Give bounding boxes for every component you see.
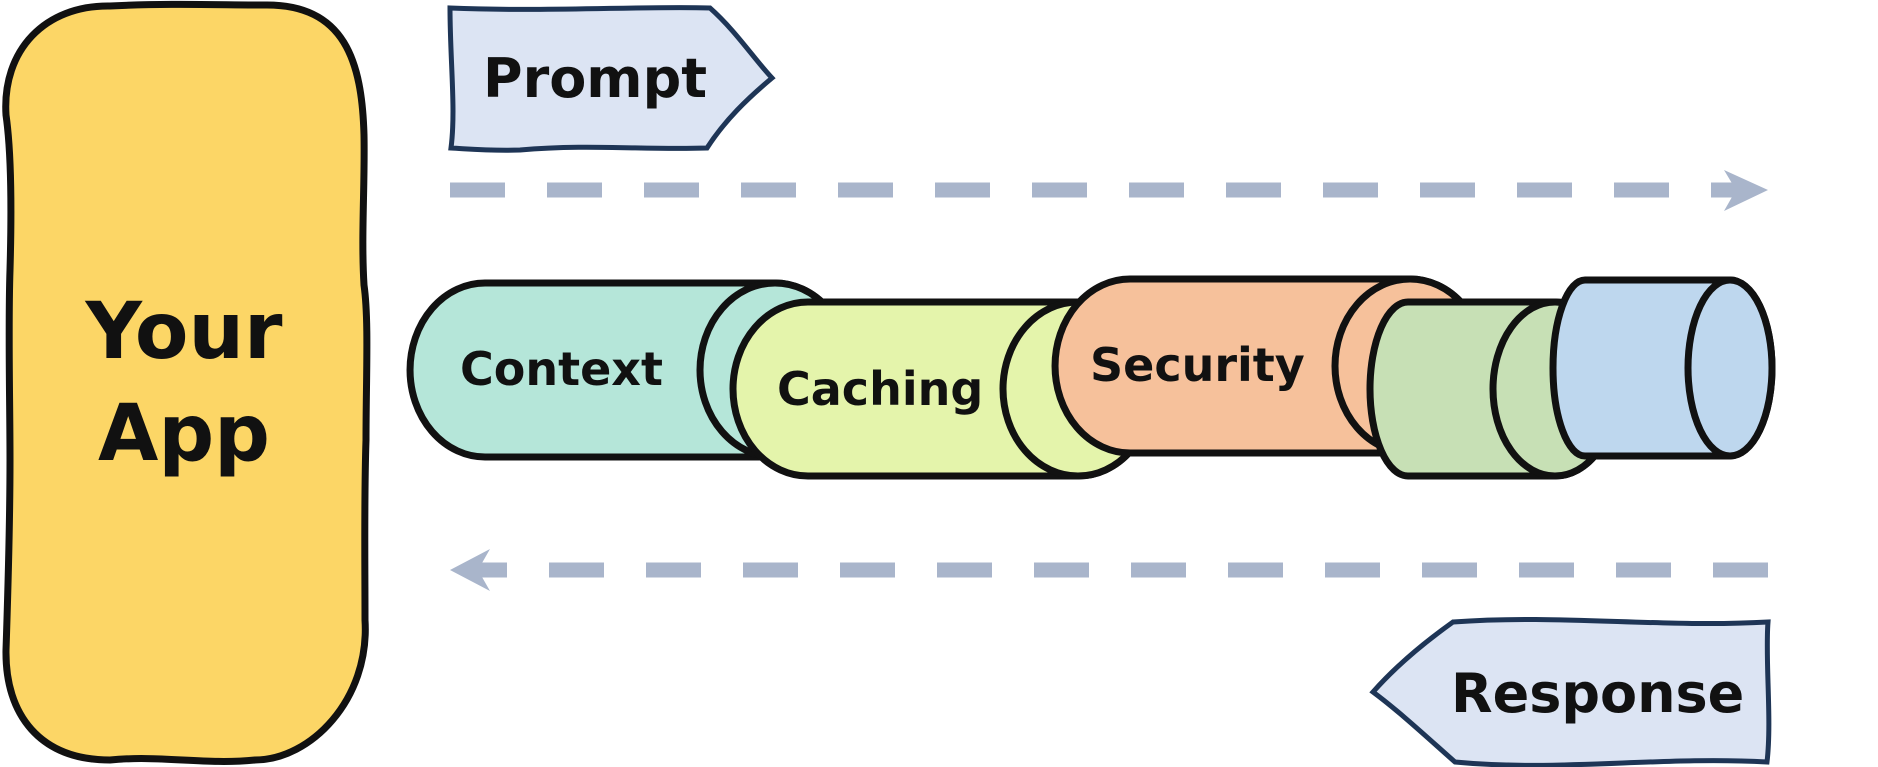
prompt-label: Prompt <box>483 47 707 110</box>
request-arrow <box>450 170 1768 211</box>
response-label: Response <box>1451 662 1744 725</box>
your-app-shape <box>2 0 371 765</box>
request-arrowhead <box>1724 170 1768 211</box>
prompt-flag: Prompt <box>447 5 776 153</box>
your-app-block: Your App <box>2 0 371 765</box>
your-app-label-line1: Your <box>85 287 283 377</box>
prompt-flag-shape <box>447 5 776 153</box>
context-label: Context <box>460 342 663 396</box>
fifth-cylinder-end <box>1684 276 1776 460</box>
response-arrowhead <box>450 549 490 591</box>
response-flag-shape <box>1369 616 1772 767</box>
your-app-label-line2: App <box>98 389 270 479</box>
fifth-layer <box>1549 276 1776 460</box>
caching-label: Caching <box>777 362 983 416</box>
response-arrow <box>450 549 1768 591</box>
response-flag: Response <box>1369 616 1772 767</box>
security-label: Security <box>1090 338 1305 392</box>
